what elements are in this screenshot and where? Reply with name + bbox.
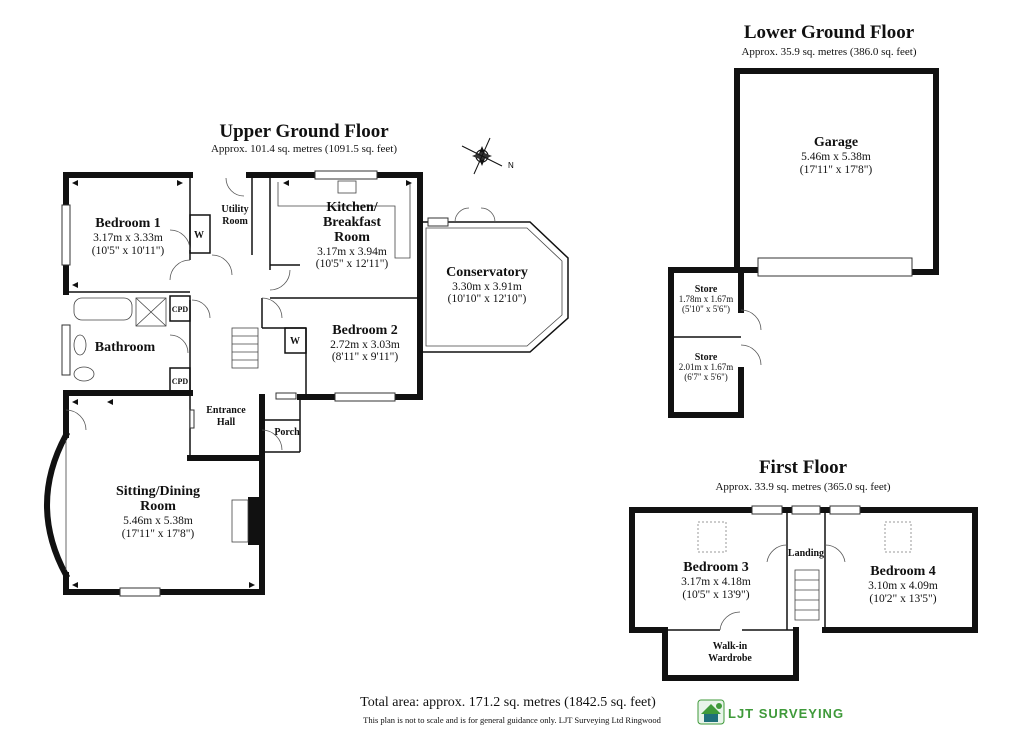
disclaimer: This plan is not to scale and is for gen… xyxy=(363,715,661,725)
upper-floor-title: Upper Ground Floor xyxy=(219,121,389,142)
kitchen-line3: Room xyxy=(334,230,370,245)
sitting-room-line1: Sitting/Dining xyxy=(116,484,200,499)
hall-cupboard-label: CPD xyxy=(172,377,189,386)
porch-name: Porch xyxy=(274,427,300,438)
conservatory-dims: 3.30m x 3.91m xyxy=(452,281,522,293)
bedroom4-imperial: (10'2" x 13'5") xyxy=(869,593,936,605)
sitting-room-line2: Room xyxy=(140,499,176,514)
bedroom4-name: Bedroom 4 xyxy=(870,564,935,579)
upper-floor-area: Approx. 101.4 sq. metres (1091.5 sq. fee… xyxy=(211,143,397,155)
bedroom4-dims: 3.10m x 4.09m xyxy=(868,580,938,592)
kitchen-imperial: (10'5" x 12'11") xyxy=(316,258,389,270)
compass-north-label: N xyxy=(508,161,514,170)
bedroom1-dims: 3.17m x 3.33m xyxy=(93,232,163,244)
bedroom2-wardrobe-label: W xyxy=(290,336,300,347)
lower-ground-floor-plan: Garage 5.46m x 5.38m (17'11" x 17'8") St… xyxy=(668,68,939,418)
sitting-room-dims: 5.46m x 5.38m xyxy=(123,515,193,527)
conservatory-name: Conservatory xyxy=(446,265,528,280)
total-area: Total area: approx. 171.2 sq. metres (18… xyxy=(360,695,656,710)
bathroom-cupboard-label: CPD xyxy=(172,305,189,314)
bedroom2-imperial: (8'11" x 9'11") xyxy=(332,351,399,363)
first-floor-plan: Bedroom 3 3.17m x 4.18m (10'5" x 13'9") … xyxy=(629,505,978,681)
first-floor-area: Approx. 33.9 sq. metres (365.0 sq. feet) xyxy=(715,481,890,493)
bathroom-name: Bathroom xyxy=(95,340,156,355)
garage-imperial: (17'11" x 17'8") xyxy=(800,164,873,176)
garage-name: Garage xyxy=(814,135,858,150)
logo-text: LJT SURVEYING xyxy=(728,706,844,721)
store2-imperial: (6'7" x 5'6") xyxy=(684,372,728,382)
store1-dims: 1.78m x 1.67m xyxy=(679,294,734,304)
bedroom1-imperial: (10'5" x 10'11") xyxy=(92,245,165,257)
lower-floor-title: Lower Ground Floor xyxy=(744,22,915,43)
upper-ground-floor-plan: Bedroom 1 3.17m x 3.33m (10'5" x 10'11")… xyxy=(44,170,569,597)
bedroom1-wardrobe-label: W xyxy=(194,230,204,241)
compass-icon: N xyxy=(461,137,514,175)
bedroom3-imperial: (10'5" x 13'9") xyxy=(682,589,749,601)
ljt-logo-icon xyxy=(697,699,725,725)
wardrobe-line2: Wardrobe xyxy=(708,653,752,664)
kitchen-line1: Kitchen/ xyxy=(326,200,378,215)
sitting-room-imperial: (17'11" x 17'8") xyxy=(122,528,195,540)
lower-floor-area: Approx. 35.9 sq. metres (386.0 sq. feet) xyxy=(741,46,916,58)
store2-name: Store xyxy=(695,352,718,363)
store1-name: Store xyxy=(695,284,718,295)
utility-room-line1: Utility xyxy=(221,204,248,215)
kitchen-dims: 3.17m x 3.94m xyxy=(317,246,387,258)
entrance-hall-line2: Hall xyxy=(217,417,236,428)
wardrobe-line1: Walk-in xyxy=(713,641,748,652)
store1-imperial: (5'10" x 5'6") xyxy=(682,304,730,314)
conservatory-imperial: (10'10" x 12'10") xyxy=(448,293,527,305)
bedroom3-name: Bedroom 3 xyxy=(683,560,748,575)
kitchen-line2: Breakfast xyxy=(323,215,381,230)
store2-dims: 2.01m x 1.67m xyxy=(679,362,734,372)
first-floor-title: First Floor xyxy=(759,457,848,478)
bedroom3-dims: 3.17m x 4.18m xyxy=(681,576,751,588)
bedroom2-name: Bedroom 2 xyxy=(332,323,397,338)
garage-dims: 5.46m x 5.38m xyxy=(801,151,871,163)
bedroom2-dims: 2.72m x 3.03m xyxy=(330,339,400,351)
utility-room-line2: Room xyxy=(222,216,248,227)
bedroom1-name: Bedroom 1 xyxy=(95,216,160,231)
entrance-hall-line1: Entrance xyxy=(206,405,246,416)
landing-name: Landing xyxy=(788,548,824,559)
